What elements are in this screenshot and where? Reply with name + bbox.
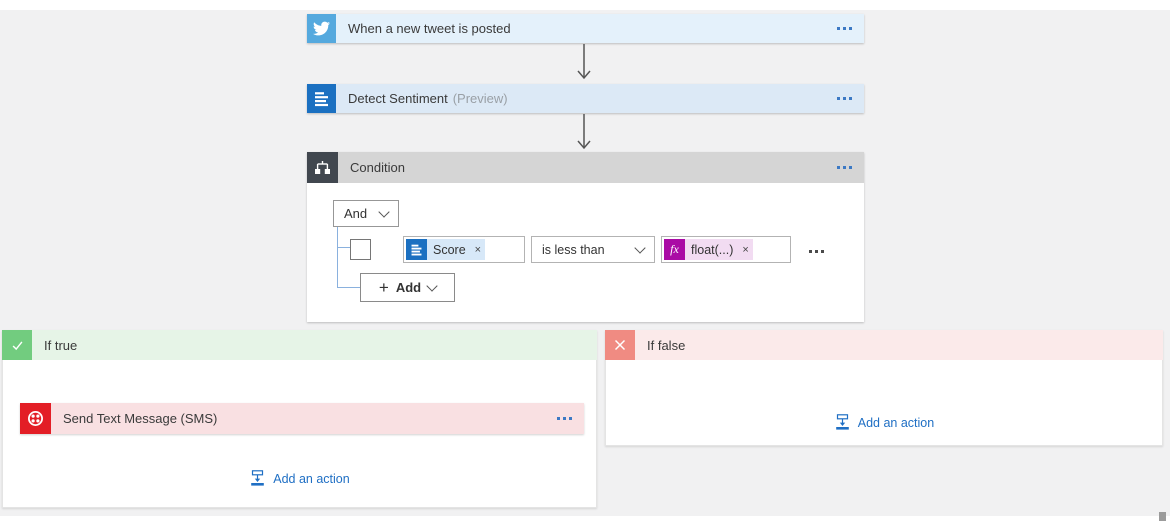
- action-card-detect-sentiment[interactable]: Detect Sentiment (Preview): [307, 84, 864, 113]
- condition-card: Condition And: [307, 152, 864, 322]
- group-operator-value: And: [344, 206, 368, 221]
- ellipsis-icon: [809, 250, 812, 253]
- sms-menu-button[interactable]: [551, 411, 584, 426]
- scrollbar-corner: [1159, 512, 1166, 521]
- condition-title: Condition: [350, 160, 405, 175]
- token-label: Score: [433, 242, 466, 257]
- operand-one-field[interactable]: Score ×: [403, 236, 525, 263]
- condition-header[interactable]: Condition: [307, 152, 864, 183]
- trigger-title: When a new tweet is posted: [348, 21, 511, 36]
- if-true-header[interactable]: If true: [2, 330, 597, 360]
- action-card-send-sms[interactable]: Send Text Message (SMS): [20, 403, 584, 434]
- check-icon: [2, 330, 32, 360]
- expression-token[interactable]: fx float(...) ×: [664, 239, 753, 260]
- trigger-card-when-new-tweet[interactable]: When a new tweet is posted: [307, 14, 864, 43]
- remove-token-button[interactable]: ×: [474, 243, 482, 256]
- tree-connector-line: [337, 287, 360, 288]
- plus-icon: +: [378, 278, 389, 297]
- row-menu-button[interactable]: [803, 244, 836, 259]
- trigger-menu-button[interactable]: [831, 21, 864, 36]
- text-analytics-icon: [307, 84, 336, 113]
- close-icon: [605, 330, 635, 360]
- twitter-icon: [307, 14, 336, 43]
- add-action-label: Add an action: [857, 415, 935, 430]
- score-token[interactable]: Score ×: [406, 239, 486, 260]
- remove-token-button[interactable]: ×: [742, 243, 749, 256]
- add-action-link-false[interactable]: Add an action: [606, 414, 1162, 431]
- add-condition-button[interactable]: + Add: [360, 273, 455, 302]
- fx-icon: fx: [664, 239, 685, 260]
- if-false-title: If false: [647, 337, 686, 353]
- ellipsis-icon: [837, 97, 840, 100]
- twilio-icon: [20, 403, 51, 434]
- ellipsis-icon: [557, 417, 560, 420]
- tree-connector-line: [337, 227, 338, 288]
- add-action-link-true[interactable]: Add an action: [3, 470, 596, 487]
- preview-badge: (Preview): [452, 91, 508, 106]
- operator-dropdown[interactable]: is less than: [531, 236, 655, 263]
- chevron-down-icon: [426, 279, 438, 292]
- if-false-header[interactable]: If false: [605, 330, 1163, 360]
- sms-action-title: Send Text Message (SMS): [63, 411, 218, 426]
- sentiment-title-text: Detect Sentiment: [348, 91, 448, 106]
- ellipsis-icon: [837, 27, 840, 30]
- branch-if-true: If true Send Text Message (SMS): [2, 330, 597, 508]
- operator-value: is less than: [542, 242, 605, 257]
- add-action-icon: [251, 470, 265, 486]
- add-action-icon: [835, 414, 849, 430]
- token-label: float(...): [691, 242, 734, 257]
- sentiment-title: Detect Sentiment (Preview): [336, 91, 831, 106]
- operand-two-field[interactable]: fx float(...) ×: [661, 236, 791, 263]
- condition-body: And: [307, 183, 864, 322]
- ellipsis-icon: [837, 166, 840, 169]
- branch-if-false: If false Add an action: [605, 330, 1163, 446]
- chevron-down-icon: [634, 241, 646, 254]
- sentiment-menu-button[interactable]: [831, 91, 864, 106]
- connector-arrow-down: [577, 114, 591, 150]
- condition-menu-button[interactable]: [831, 160, 864, 175]
- designer-surface: When a new tweet is posted Detect Sentim…: [0, 10, 1170, 516]
- add-button-label: Add: [395, 280, 422, 295]
- connector-arrow-down: [577, 44, 591, 80]
- row-checkbox[interactable]: [350, 239, 371, 260]
- if-true-title: If true: [44, 337, 78, 353]
- group-operator-dropdown[interactable]: And: [333, 200, 399, 227]
- tree-connector-line: [337, 247, 350, 248]
- add-action-label: Add an action: [273, 471, 350, 486]
- text-analytics-icon: [406, 239, 427, 260]
- chevron-down-icon: [378, 205, 390, 218]
- condition-icon: [307, 152, 338, 183]
- condition-row: Score × is less than fx float(...) ×: [307, 236, 864, 263]
